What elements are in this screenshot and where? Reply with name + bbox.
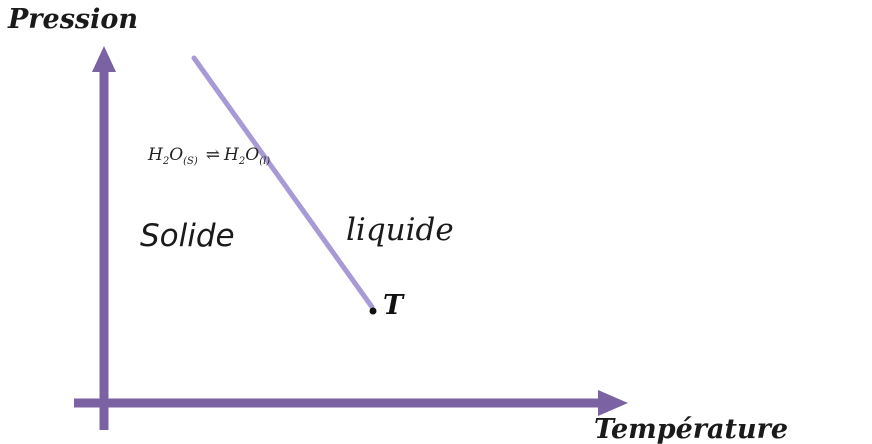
eq-right-sub: 2 (238, 156, 245, 167)
eq-left-sub: 2 (162, 156, 169, 167)
eq-left-species: H (147, 145, 164, 165)
eq-arrow: ⇌ (206, 145, 220, 165)
x-axis-arrowhead (598, 390, 628, 416)
eq-right-species: H (223, 145, 240, 165)
liquid-region-label: liquide (346, 212, 454, 248)
y-axis-label: Pression (7, 4, 138, 35)
equilibrium-equation: H2O(S)⇌H2O(l) (147, 145, 270, 167)
x-axis-label: Température (594, 414, 788, 444)
eq-left-phase: (S) (183, 156, 198, 167)
triple-point-dot (369, 307, 377, 315)
eq-right-phase: (l) (259, 156, 270, 167)
fusion-curve (191, 55, 375, 310)
y-axis-arrowhead (92, 46, 116, 72)
eq-right-o: O (245, 145, 259, 165)
solid-region-label: Solide (140, 218, 235, 254)
eq-left-o: O (169, 145, 183, 165)
triple-point-label: T (383, 290, 405, 321)
